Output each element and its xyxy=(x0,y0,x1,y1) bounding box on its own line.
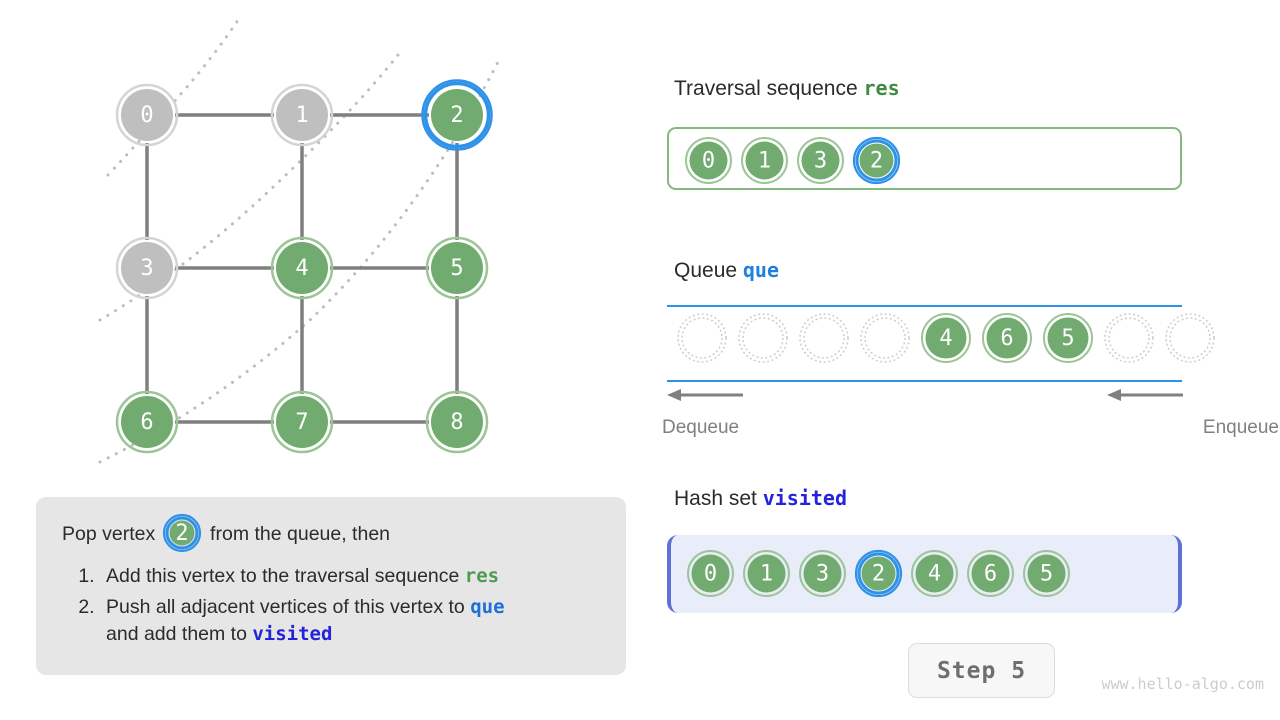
svg-text:8: 8 xyxy=(450,410,463,435)
res-section-title: Traversal sequence res xyxy=(674,76,900,101)
graph-node-5[interactable]: 5 xyxy=(425,236,489,300)
svg-text:5: 5 xyxy=(450,256,463,281)
svg-text:7: 7 xyxy=(295,410,308,435)
svg-text:2: 2 xyxy=(450,103,463,128)
graph-edges xyxy=(145,113,459,424)
visited-chip-5[interactable]: 5 xyxy=(1021,548,1072,599)
graph-canvas: 0 1 2 3 4 5 6 7 8 xyxy=(98,18,502,464)
explanation-lead-after: from the queue, then xyxy=(204,523,391,545)
visited-chip-2[interactable]: 2 xyxy=(853,548,904,599)
queue-slot-empty[interactable] xyxy=(736,311,790,365)
step-2-code: que xyxy=(470,596,505,618)
res-chip-2[interactable]: 2 xyxy=(851,135,902,186)
hash-set-row: 0 1 3 2 4 6 5 xyxy=(685,548,1072,599)
queue-slot-empty[interactable] xyxy=(675,311,729,365)
step-2-text-line2: and add them to xyxy=(106,623,253,645)
res-title-text: Traversal sequence xyxy=(674,77,864,100)
graph-panel: 0 1 2 3 4 5 6 7 8 xyxy=(0,0,640,490)
queue-rail-top xyxy=(667,305,1182,307)
svg-text:3: 3 xyxy=(816,562,829,587)
svg-text:4: 4 xyxy=(928,562,941,587)
res-title-code: res xyxy=(863,76,900,100)
svg-text:5: 5 xyxy=(1061,326,1074,351)
queue-slot-empty[interactable] xyxy=(1163,311,1217,365)
step-label: Step 5 xyxy=(936,657,1027,684)
step-1-code: res xyxy=(464,565,500,587)
step-2-text: Push all adjacent vertices of this verte… xyxy=(106,596,471,618)
wavefront-curves xyxy=(98,18,502,464)
visited-title-code: visited xyxy=(762,486,848,510)
svg-text:2: 2 xyxy=(175,521,188,546)
queue-slot-5[interactable]: 5 xyxy=(1041,311,1095,365)
graph-node-1[interactable]: 1 xyxy=(270,83,334,147)
graph-nodes: 0 1 2 3 4 5 6 7 8 xyxy=(115,79,493,454)
explanation-box: Pop vertex 2 from the queue, then Add th… xyxy=(36,497,626,675)
svg-text:2: 2 xyxy=(872,562,885,587)
svg-text:5: 5 xyxy=(1040,562,1053,587)
graph-node-7[interactable]: 7 xyxy=(270,390,334,454)
graph-node-6[interactable]: 6 xyxy=(115,390,179,454)
svg-text:4: 4 xyxy=(939,326,952,351)
traversal-sequence-box: 0 1 3 2 xyxy=(667,127,1182,190)
svg-text:1: 1 xyxy=(758,149,771,174)
queue-slot-empty[interactable] xyxy=(797,311,851,365)
queue-slot-6[interactable]: 6 xyxy=(980,311,1034,365)
queue-title-text: Queue xyxy=(674,259,743,282)
svg-text:0: 0 xyxy=(140,103,153,128)
explanation-steps: Add this vertex to the traversal sequenc… xyxy=(62,563,600,648)
svg-text:1: 1 xyxy=(295,103,308,128)
step-2-code-line2: visited xyxy=(252,623,333,645)
step-indicator: Step 5 xyxy=(908,643,1055,698)
res-chip-3[interactable]: 3 xyxy=(795,135,846,186)
queue-section-title: Queue que xyxy=(674,258,779,283)
visited-chip-6[interactable]: 6 xyxy=(965,548,1016,599)
queue-title-code: que xyxy=(742,258,780,282)
res-chip-0[interactable]: 0 xyxy=(683,135,734,186)
graph-node-3[interactable]: 3 xyxy=(115,236,179,300)
queue-rail-bottom xyxy=(667,380,1182,382)
enqueue-arrow-icon xyxy=(1107,389,1183,401)
graph-node-4[interactable]: 4 xyxy=(270,236,334,300)
svg-text:2: 2 xyxy=(870,149,883,174)
enqueue-label: Enqueue xyxy=(1202,417,1279,438)
dequeue-label: Dequeue xyxy=(662,417,740,438)
svg-text:3: 3 xyxy=(814,149,827,174)
inline-chip-2[interactable]: 2 xyxy=(161,513,203,561)
explanation-lead: Pop vertex 2 from the queue, then xyxy=(62,513,600,553)
graph-node-2[interactable]: 2 xyxy=(421,79,493,151)
queue-slot-row: 4 6 5 xyxy=(675,311,1217,365)
svg-text:3: 3 xyxy=(140,256,153,281)
hash-set-box: 0 1 3 2 4 6 5 xyxy=(667,535,1182,613)
visited-title-text: Hash set xyxy=(674,487,763,510)
traversal-sequence-row: 0 1 3 2 xyxy=(683,135,902,186)
explanation-step-2: Push all adjacent vertices of this verte… xyxy=(100,594,600,648)
explanation-lead-before: Pop vertex xyxy=(62,523,161,545)
dequeue-arrow-icon xyxy=(667,389,743,401)
inline-vertex-chip: 2 xyxy=(161,513,205,553)
svg-text:0: 0 xyxy=(702,149,715,174)
graph-node-8[interactable]: 8 xyxy=(425,390,489,454)
res-chip-1[interactable]: 1 xyxy=(739,135,790,186)
svg-text:4: 4 xyxy=(295,256,308,281)
right-panel: Traversal sequence res 0 1 3 2 Queue que 4 6… xyxy=(660,0,1280,720)
svg-text:6: 6 xyxy=(140,410,153,435)
visited-chip-1[interactable]: 1 xyxy=(741,548,792,599)
explanation-step-1: Add this vertex to the traversal sequenc… xyxy=(100,563,600,590)
queue-slot-empty[interactable] xyxy=(858,311,912,365)
svg-text:6: 6 xyxy=(984,562,997,587)
visited-chip-4[interactable]: 4 xyxy=(909,548,960,599)
visited-section-title: Hash set visited xyxy=(674,486,847,511)
visited-chip-3[interactable]: 3 xyxy=(797,548,848,599)
visited-chip-0[interactable]: 0 xyxy=(685,548,736,599)
svg-text:0: 0 xyxy=(704,562,717,587)
queue-box: 4 6 5 xyxy=(667,305,1215,385)
watermark: www.hello-algo.com xyxy=(1101,675,1264,693)
graph-node-0[interactable]: 0 xyxy=(115,83,179,147)
queue-slot-empty[interactable] xyxy=(1102,311,1156,365)
queue-slot-4[interactable]: 4 xyxy=(919,311,973,365)
svg-text:1: 1 xyxy=(760,562,773,587)
step-1-text: Add this vertex to the traversal sequenc… xyxy=(106,565,465,587)
svg-text:6: 6 xyxy=(1000,326,1013,351)
